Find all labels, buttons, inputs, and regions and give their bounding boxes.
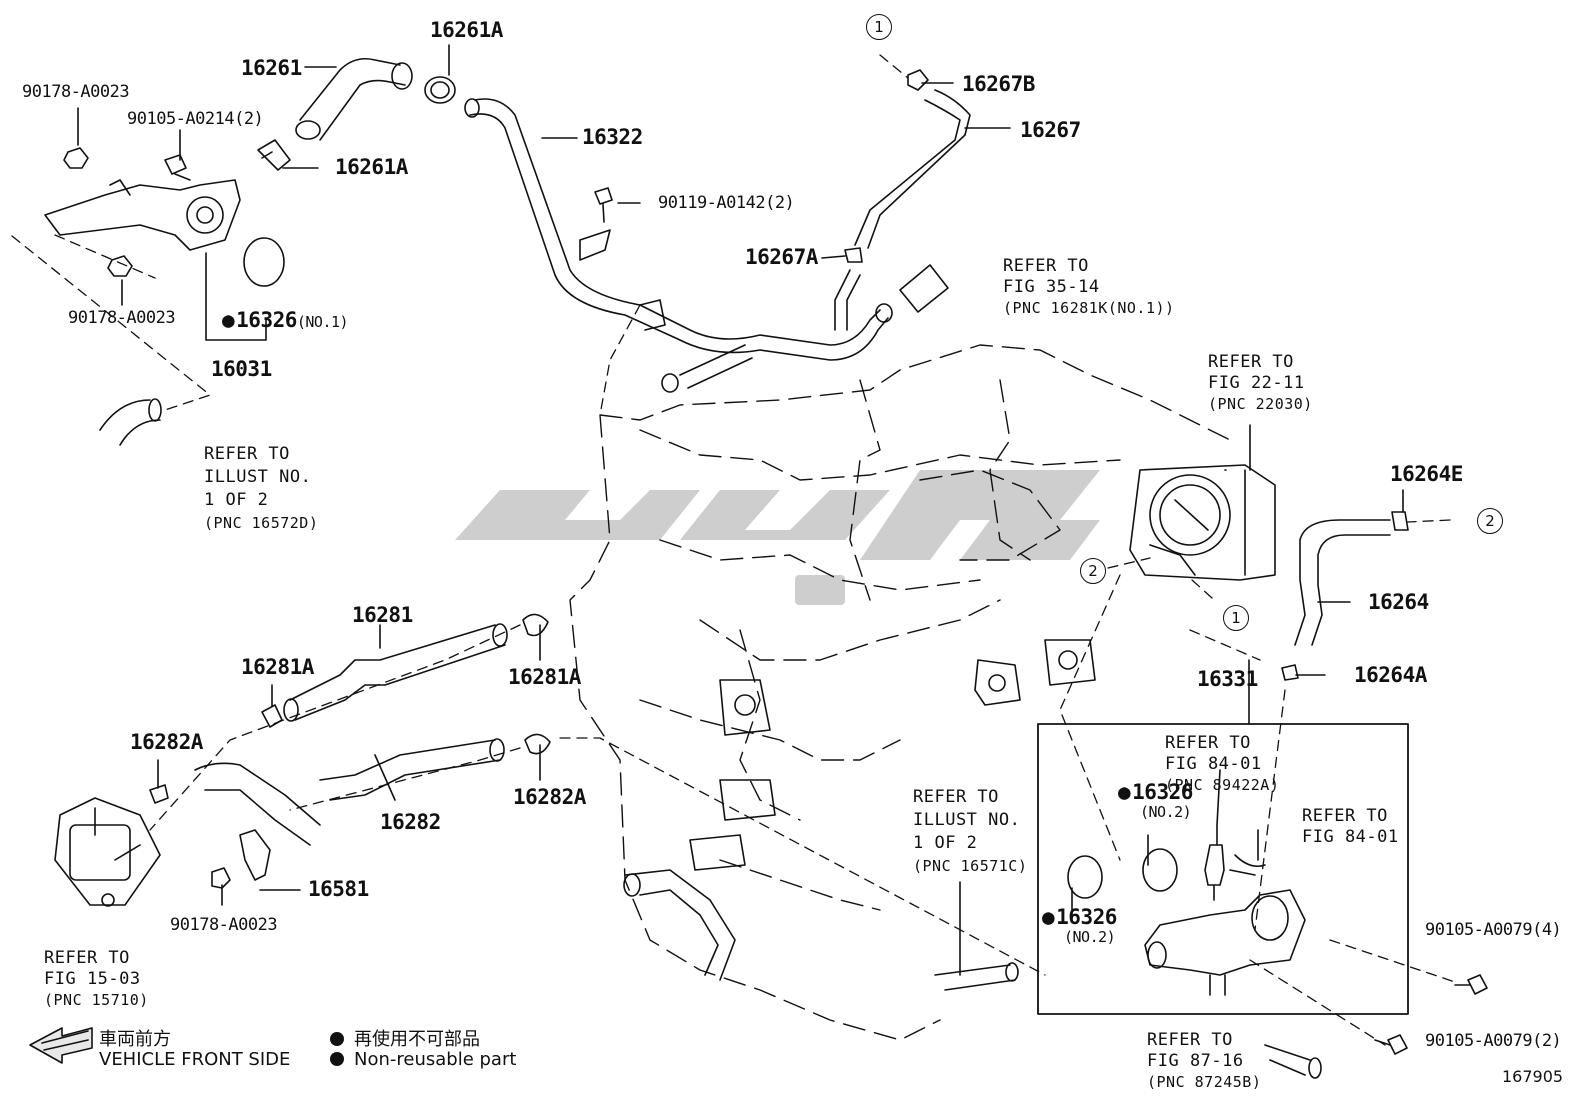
label-16326-no2-top-sfx: (NO.2): [1140, 803, 1192, 821]
pipe-16322: [469, 98, 889, 361]
label-16261A-top: 16261A: [430, 18, 503, 42]
water-inlet: [1144, 889, 1306, 976]
label-16581: 16581: [308, 877, 369, 901]
label-16282: 16282: [380, 810, 441, 834]
clamp-16267B: [907, 69, 929, 91]
clamp-16282A-left: [149, 784, 169, 804]
clamp-16261A: [424, 76, 456, 104]
nut-90178-bot: [211, 867, 231, 889]
throttle-body: [1129, 464, 1276, 581]
label-16264: 16264: [1368, 590, 1429, 614]
gasket-b: [1044, 639, 1096, 686]
label-16282A-right: 16282A: [513, 785, 586, 809]
clip-16261A: [257, 139, 291, 171]
label-16264A: 16264A: [1354, 663, 1427, 687]
label-90105-A0079-4: 90105-A0079(4): [1425, 920, 1562, 940]
legend-front-en: VEHICLE FRONT SIDE: [99, 1049, 291, 1070]
water-outlet-16031: [44, 179, 241, 251]
label-16267A: 16267A: [745, 245, 818, 269]
oring-16326-no2a: [1067, 855, 1103, 899]
label-90119: 90119-A0142(2): [658, 193, 795, 213]
nonreuse-bullet-icon: [330, 1032, 344, 1046]
gasket-a: [974, 659, 1021, 706]
label-16281A-left: 16281A: [241, 655, 314, 679]
label-16326-no2-bottom: 16326: [1042, 905, 1117, 929]
hose-16261: [299, 57, 406, 141]
sensor-89422A: [1204, 844, 1225, 901]
hose-16281: [289, 624, 506, 721]
label-16281: 16281: [352, 603, 413, 627]
clip-16264E: [1391, 511, 1409, 531]
oring-16326-no1: [243, 237, 285, 287]
watermark-logo: [455, 470, 1100, 605]
engine-outline: [569, 344, 1231, 1041]
label-16264E: 16264E: [1390, 462, 1463, 486]
label-16261: 16261: [241, 56, 302, 80]
figure-number: 167905: [1502, 1067, 1564, 1086]
label-16261A-clip: 16261A: [335, 155, 408, 179]
callout-circle-2-left: 2: [1080, 558, 1106, 584]
label-16322: 16322: [582, 125, 643, 149]
nut-90178-mid: [107, 255, 133, 277]
legend-nonreuse-jp: 再使用不可部品: [330, 1025, 480, 1051]
label-16326-no2-bottom-sfx: (NO.2): [1064, 928, 1116, 946]
label-90105-A0214: 90105-A0214(2): [127, 109, 264, 129]
label-16031: 16031: [211, 357, 272, 381]
label-90178-top: 90178-A0023: [22, 82, 130, 102]
callout-circle-1-top: 1: [866, 14, 892, 40]
callout-circle-1-mid: 1: [1223, 605, 1249, 631]
hose-16264: [1294, 519, 1391, 646]
bracket-16581: [239, 829, 271, 881]
label-16331: 16331: [1197, 667, 1258, 691]
bolt-90119: [594, 187, 613, 223]
label-16267B: 16267B: [962, 72, 1035, 96]
label-16267: 16267: [1020, 118, 1081, 142]
oil-cooler: [54, 797, 161, 906]
label-16326-no2-top: 16326: [1118, 780, 1193, 804]
legend-nonreuse-en: Non-reusable part: [330, 1049, 516, 1070]
oring-16326-no2b: [1142, 848, 1178, 892]
hose-16282: [194, 739, 501, 846]
clip-16267A: [844, 247, 863, 263]
clamp-16282A-right: [524, 733, 551, 755]
legend-front-jp: 車両前方: [99, 1029, 171, 1050]
label-16281A-right: 16281A: [508, 665, 581, 689]
label-90105-A0079-2: 90105-A0079(2): [1425, 1031, 1562, 1051]
box-16331: [1037, 723, 1409, 1015]
label-16326-no1: 16326(NO.1): [222, 308, 348, 332]
bolt-90105-0214: [164, 154, 191, 181]
label-16282A-left: 16282A: [130, 730, 203, 754]
nut-90178-top: [63, 147, 89, 169]
nonreuse-bullet-icon: [330, 1052, 344, 1066]
label-90178-mid: 90178-A0023: [68, 308, 176, 328]
bolt-90105-0079-2: [1374, 1034, 1408, 1055]
label-90178-bot: 90178-A0023: [170, 915, 278, 935]
callout-circle-2-right: 2: [1477, 508, 1503, 534]
clamp-16281A-left: [261, 704, 283, 728]
bolt-90105-0079-4: [1454, 974, 1488, 995]
clamp-16281A-right: [522, 613, 549, 637]
clip-16264A: [1281, 664, 1299, 681]
hose-16267: [854, 89, 971, 249]
